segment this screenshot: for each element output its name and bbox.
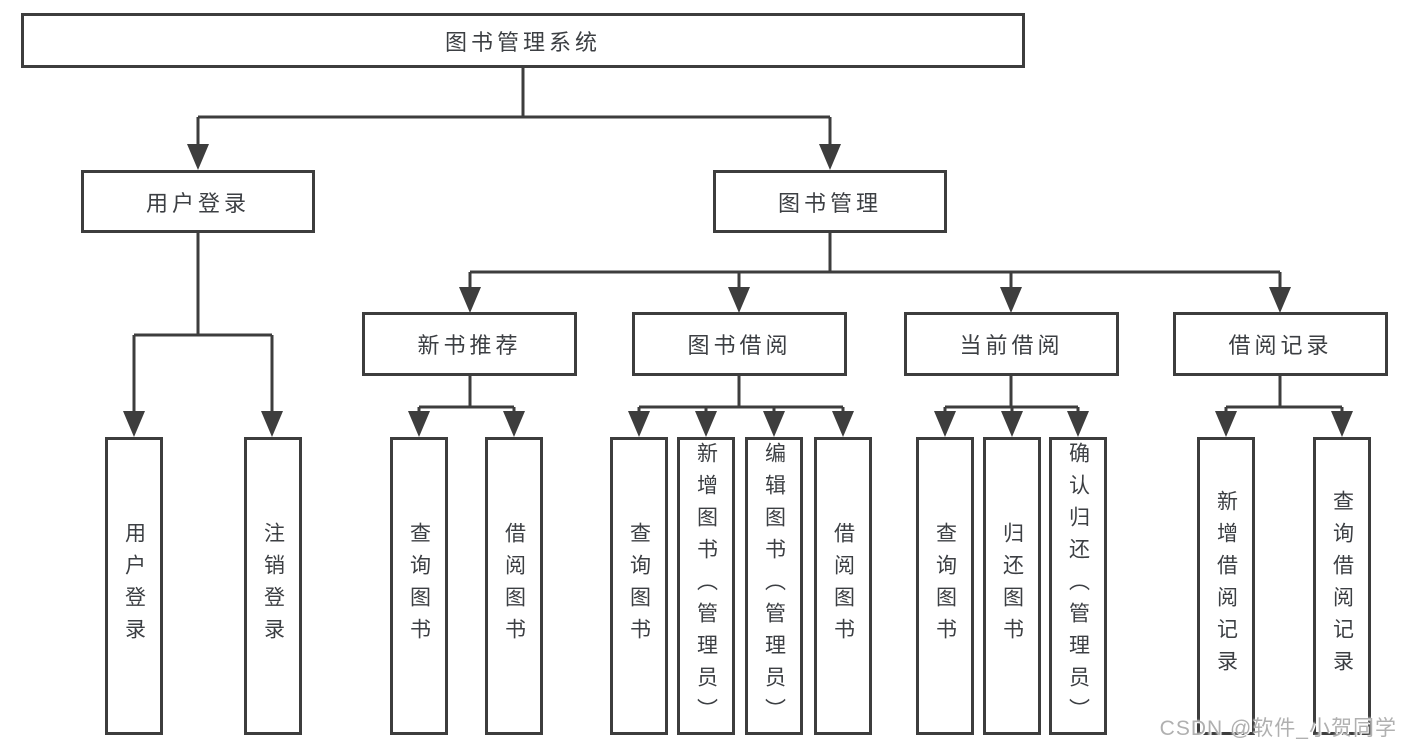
leaf-borrow-query-books: 查询图书: [610, 437, 668, 735]
node-new-book-recommendation: 新书推荐: [362, 312, 577, 376]
leaf-label: 查询图书: [933, 522, 957, 650]
leaf-label: 归还图书: [1000, 522, 1024, 650]
leaf-label: 用户登录: [122, 522, 146, 650]
node-book-borrowing: 图书借阅: [632, 312, 847, 376]
leaf-label: 确认归还（管理员）: [1066, 442, 1090, 730]
leaf-records-add-record: 新增借阅记录: [1197, 437, 1255, 735]
node-library-management-system: 图书管理系统: [21, 13, 1025, 68]
leaf-borrow-add-books-admin: 新增图书（管理员）: [677, 437, 735, 735]
node-book-management: 图书管理: [713, 170, 947, 233]
leaf-label: 注销登录: [261, 522, 285, 650]
node-label: 借阅记录: [1228, 333, 1333, 358]
leaf-newbook-query-books: 查询图书: [390, 437, 448, 735]
leaf-label: 借阅图书: [831, 522, 855, 650]
leaf-label: 新增借阅记录: [1214, 490, 1238, 682]
leaf-current-query-books: 查询图书: [916, 437, 974, 735]
leaf-logout: 注销登录: [244, 437, 302, 735]
watermark-text: CSDN @软件_小贺同学: [1159, 717, 1397, 740]
node-label: 图书借阅: [687, 333, 792, 358]
leaf-label: 借阅图书: [502, 522, 526, 650]
leaf-newbook-borrow-books: 借阅图书: [485, 437, 543, 735]
leaf-label: 查询图书: [407, 522, 431, 650]
leaf-records-query-record: 查询借阅记录: [1313, 437, 1371, 735]
leaf-borrow-edit-books-admin: 编辑图书（管理员）: [745, 437, 803, 735]
leaf-borrow-borrow-books: 借阅图书: [814, 437, 872, 735]
node-user-login: 用户登录: [81, 170, 315, 233]
leaf-current-return-books: 归还图书: [983, 437, 1041, 735]
node-label: 图书管理: [777, 190, 882, 216]
leaf-current-confirm-return-admin: 确认归还（管理员）: [1049, 437, 1107, 735]
leaf-label: 编辑图书（管理员）: [762, 442, 786, 730]
leaf-label: 查询借阅记录: [1330, 490, 1354, 682]
node-label: 当前借阅: [959, 333, 1064, 358]
node-label: 图书管理系统: [444, 29, 601, 55]
leaf-label: 查询图书: [627, 522, 651, 650]
leaf-label: 新增图书（管理员）: [694, 442, 718, 730]
node-label: 新书推荐: [417, 333, 522, 358]
node-current-borrowing: 当前借阅: [904, 312, 1119, 376]
node-borrowing-records: 借阅记录: [1173, 312, 1388, 376]
node-label: 用户登录: [145, 190, 250, 216]
leaf-user-login: 用户登录: [105, 437, 163, 735]
